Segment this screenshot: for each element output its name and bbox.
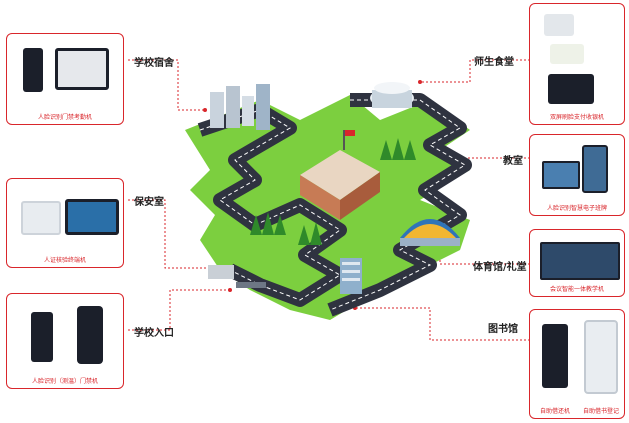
card-classroom: 人脸识别智慧电子班牌 bbox=[529, 134, 625, 216]
device-self-register-image bbox=[584, 320, 618, 394]
gym-building bbox=[400, 219, 460, 246]
caption-canteen: 双屏刷脸支付收银机 bbox=[549, 114, 604, 121]
card-canteen: 双屏刷脸支付收银机 bbox=[529, 3, 625, 125]
label-gym: 体育馆/礼堂 bbox=[473, 262, 527, 273]
card-gym: 会议智能一体教学机 bbox=[529, 229, 625, 297]
label-library: 图书馆 bbox=[488, 324, 518, 335]
caption-library-left: 自助借还机 bbox=[539, 408, 570, 415]
connector-security bbox=[128, 199, 210, 269]
device-temp-terminal-image bbox=[77, 306, 103, 364]
card-dorm: 人脸识别门禁考勤机 bbox=[6, 33, 124, 125]
device-teaching-display-image bbox=[540, 242, 620, 280]
label-dorm: 学校宿舍 bbox=[134, 58, 174, 69]
trees bbox=[250, 138, 416, 245]
device-class-panel-image bbox=[582, 145, 608, 193]
canteen-building bbox=[370, 82, 414, 108]
caption-classroom: 人脸识别智慧电子班牌 bbox=[546, 205, 607, 212]
connector-dorm bbox=[128, 59, 205, 111]
label-entrance: 学校入口 bbox=[134, 328, 174, 339]
connector-entrance bbox=[128, 289, 230, 331]
device-monitor-image bbox=[65, 199, 119, 235]
card-entrance: 人脸识别（测温）门禁机 bbox=[6, 293, 124, 389]
device-screen-image bbox=[55, 48, 109, 90]
label-canteen: 师生食堂 bbox=[474, 57, 514, 68]
library-building bbox=[340, 258, 362, 294]
device-terminal-image bbox=[23, 48, 43, 92]
device-kiosk-image bbox=[21, 201, 61, 235]
caption-entrance: 人脸识别（测温）门禁机 bbox=[31, 378, 98, 385]
entrance-gate bbox=[208, 265, 266, 288]
caption-library-right: 自助借书登记 bbox=[582, 408, 619, 415]
school-building bbox=[300, 130, 380, 220]
label-security: 保安室 bbox=[134, 197, 164, 208]
device-self-borrow-image bbox=[542, 324, 568, 388]
device-cashier-image bbox=[548, 74, 594, 104]
connector-canteen bbox=[420, 59, 530, 83]
connector-library bbox=[355, 307, 530, 341]
device-card-reader-image bbox=[550, 44, 584, 64]
caption-security: 人证核验终端机 bbox=[43, 257, 86, 264]
card-library: 自助借还机 自助借书登记 bbox=[529, 309, 625, 419]
device-class-board-image bbox=[542, 161, 580, 189]
caption-dorm: 人脸识别门禁考勤机 bbox=[37, 114, 92, 121]
connector-gym bbox=[439, 232, 530, 265]
dorm-buildings bbox=[210, 84, 270, 130]
device-face-terminal-image bbox=[31, 312, 53, 362]
card-security: 人证核验终端机 bbox=[6, 178, 124, 268]
device-pos-image bbox=[544, 14, 574, 36]
label-classroom: 教室 bbox=[503, 156, 523, 167]
caption-gym: 会议智能一体教学机 bbox=[549, 286, 604, 293]
